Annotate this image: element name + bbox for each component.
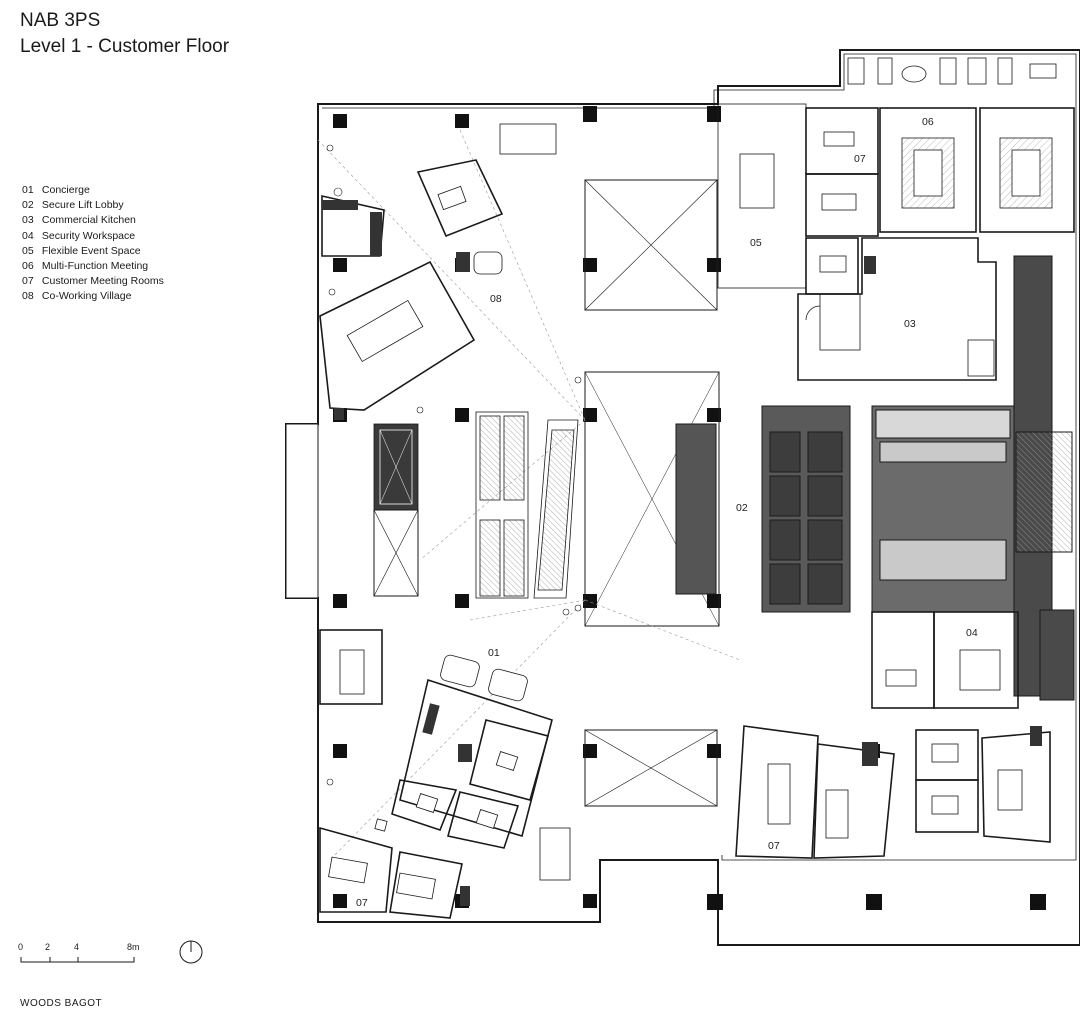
legend-label: Customer Meeting Rooms <box>41 275 164 288</box>
lift-core <box>675 255 1075 701</box>
legend-item: 02 Secure Lift Lobby <box>22 198 164 213</box>
legend-item: 06 Multi-Function Meeting <box>22 259 164 274</box>
legend-number: 01 <box>22 184 34 196</box>
legend-label: Security Workspace <box>41 229 136 242</box>
room-label-01: 01 <box>488 647 500 659</box>
room-label-06: 06 <box>922 116 934 128</box>
legend-label: Concierge <box>41 184 90 196</box>
legend-number: 08 <box>22 290 34 303</box>
legend-label: Flexible Event Space <box>41 244 141 257</box>
floor-name: Level 1 - Customer Floor <box>20 36 230 57</box>
firm-name: WOODS BAGOT <box>20 998 103 1009</box>
legend: 01 Concierge 02 Secure Lift Lobby 03 Com… <box>22 183 164 305</box>
legend-number: 05 <box>22 244 34 257</box>
kitchen-fittings <box>805 293 995 377</box>
legend-number: 03 <box>22 214 34 227</box>
legend-number: 07 <box>22 275 34 288</box>
scale-tick-8m: 8m <box>127 942 140 952</box>
escalators <box>373 411 579 599</box>
conference-tables <box>901 137 1053 209</box>
room-label-07-upper: 07 <box>854 153 866 165</box>
room-label-07-lower-right: 07 <box>768 840 780 852</box>
dark-accents <box>322 200 1042 906</box>
legend-item: 07 Customer Meeting Rooms <box>22 274 164 289</box>
scale-tick-2: 2 <box>45 942 50 952</box>
room-labels: 01 02 03 04 05 06 07 07 07 08 <box>356 116 978 909</box>
terrace-furniture <box>847 57 1057 85</box>
room-label-02: 02 <box>736 502 748 514</box>
lounge-seating <box>374 251 528 832</box>
legend-item: 05 Flexible Event Space <box>22 244 164 259</box>
room-label-07-lower-left: 07 <box>356 897 368 909</box>
inner-envelope <box>285 53 1077 861</box>
legend-item: 03 Commercial Kitchen <box>22 213 164 228</box>
room-outlines <box>319 103 1075 919</box>
drawing-title: NAB 3PS Level 1 - Customer Floor <box>20 8 229 60</box>
meeting-tables <box>328 123 1023 900</box>
legend-number: 06 <box>22 260 34 273</box>
legend-item: 08 Co-Working Village <box>22 289 164 304</box>
room-label-03: 03 <box>904 318 916 330</box>
legend-label: Commercial Kitchen <box>41 214 136 227</box>
scale-bar: 0 2 4 8m <box>18 942 140 963</box>
legend-number: 02 <box>22 199 34 212</box>
legend-label: Multi-Function Meeting <box>41 260 149 273</box>
legend-label: Secure Lift Lobby <box>41 199 124 212</box>
room-label-04: 04 <box>966 627 978 639</box>
scale-tick-0: 0 <box>18 942 23 952</box>
scale-tick-4: 4 <box>74 942 79 952</box>
project-name: NAB 3PS <box>20 10 101 31</box>
legend-item: 04 Security Workspace <box>22 229 164 244</box>
room-label-05: 05 <box>750 237 762 249</box>
legend-item: 01 Concierge <box>22 183 164 198</box>
legend-label: Co-Working Village <box>41 290 132 303</box>
room-label-08: 08 <box>490 293 502 305</box>
north-arrow-icon <box>179 940 203 964</box>
legend-number: 04 <box>22 229 34 242</box>
